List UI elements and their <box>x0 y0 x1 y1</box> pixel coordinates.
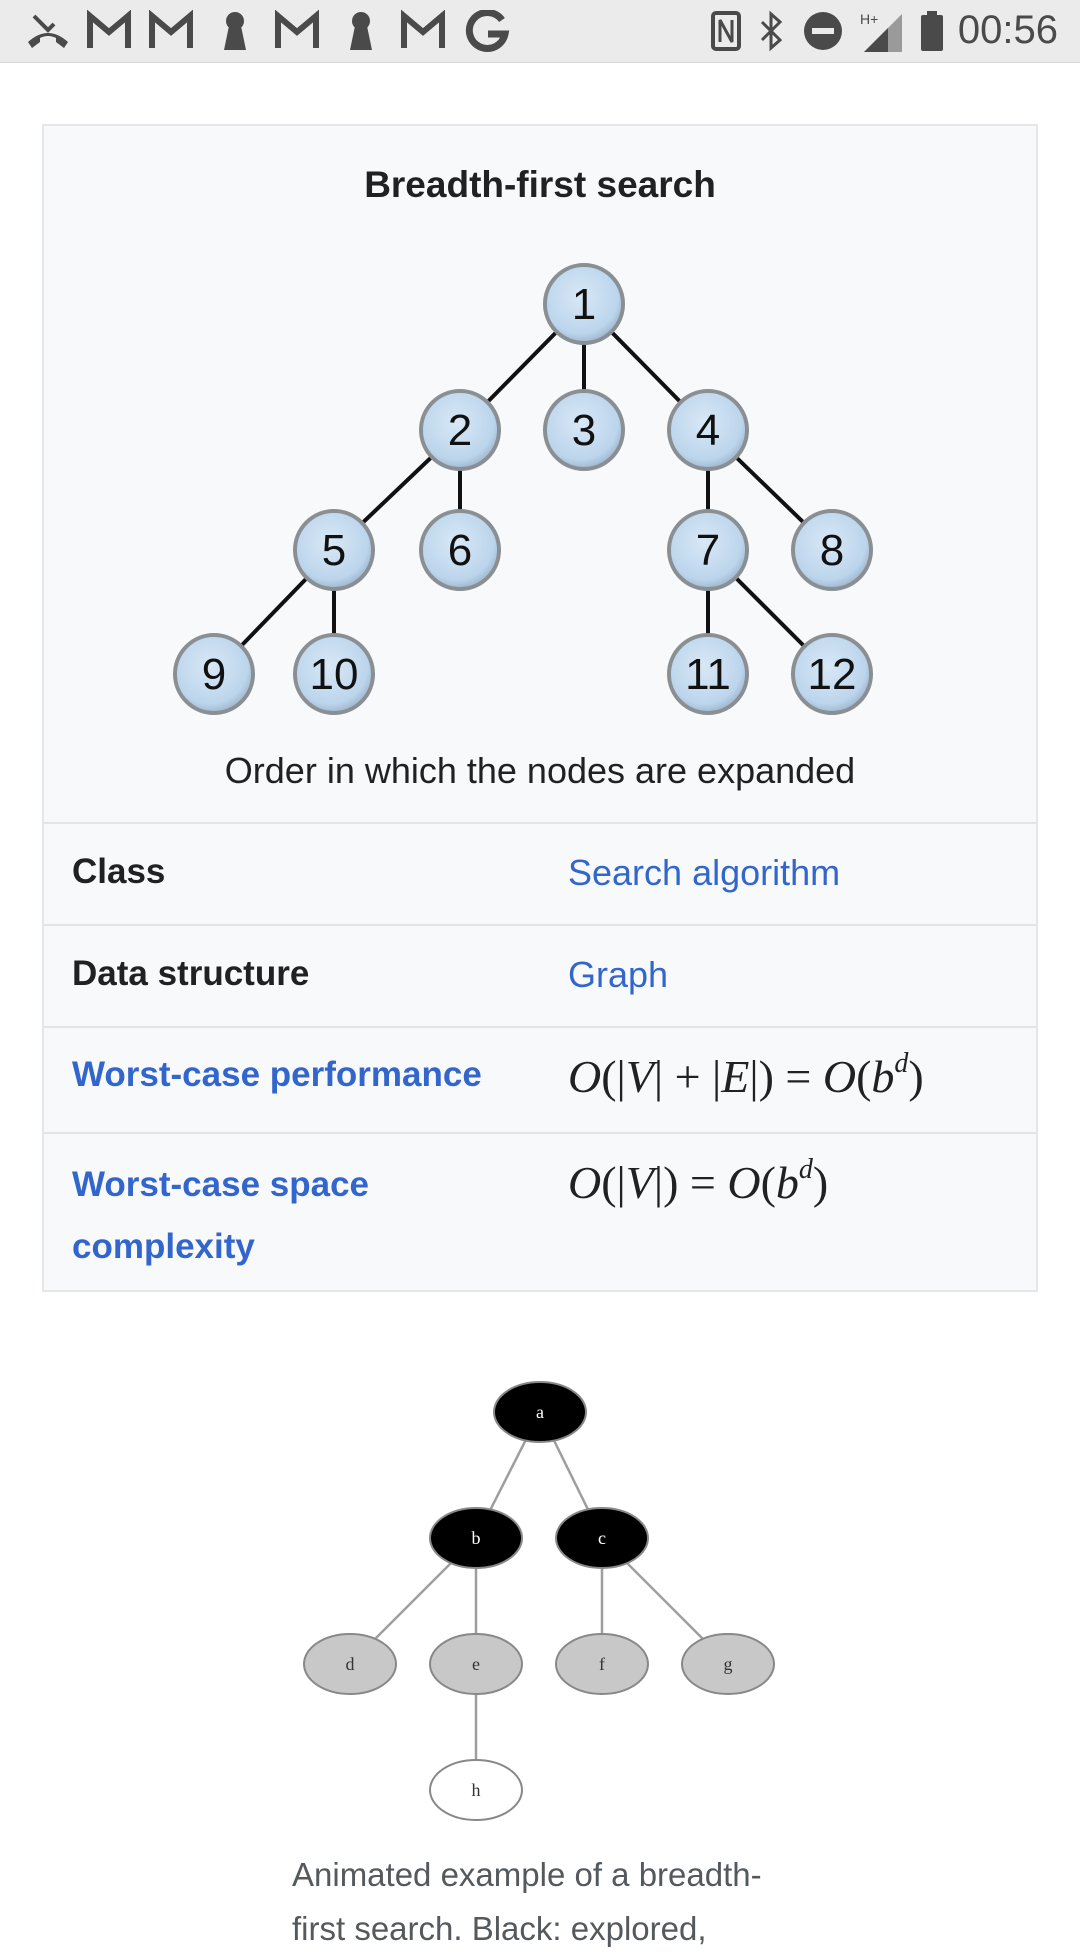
keyhole-icon <box>350 12 372 50</box>
animation-node-label: f <box>599 1654 605 1674</box>
battery-icon <box>921 11 943 51</box>
infobox-image-caption: Order in which the nodes are expanded <box>224 750 856 791</box>
tree-node: 10 <box>293 633 375 715</box>
signal-icon: H+ <box>860 11 902 52</box>
row-label-data-structure: Data structure <box>72 954 310 993</box>
animation-node-label: d <box>346 1654 355 1674</box>
tree-node: 6 <box>419 509 501 591</box>
tree-node: 2 <box>419 389 501 471</box>
tree-node-label: 7 <box>696 526 720 575</box>
gmail-icon <box>149 10 193 48</box>
tree-node-label: 2 <box>448 406 472 455</box>
svg-text:H+: H+ <box>860 11 878 27</box>
row-label-class: Class <box>72 852 166 891</box>
tree-node: 5 <box>293 509 375 591</box>
tree-node-label: 10 <box>310 650 359 699</box>
tree-node-label: 5 <box>322 526 346 575</box>
tree-node-label: 9 <box>202 650 226 699</box>
tree-node-label: 6 <box>448 526 472 575</box>
missed-call-icon <box>28 14 68 48</box>
status-time: 00:56 <box>957 8 1058 52</box>
worst-case-performance-link[interactable]: Worst-case performance <box>72 1055 482 1094</box>
tree-node: 8 <box>791 509 873 591</box>
gmail-icon <box>401 10 445 48</box>
infobox-title: Breadth-first search <box>364 164 716 205</box>
animation-node: b <box>429 1507 523 1569</box>
animation-node: f <box>555 1633 649 1695</box>
tree-node-label: 8 <box>820 526 844 575</box>
do-not-disturb-icon <box>804 12 842 50</box>
worst-case-space-complexity-link[interactable]: Worst-case space complexity <box>72 1165 370 1266</box>
tree-node: 1 <box>543 263 625 345</box>
tree-node: 12 <box>791 633 873 715</box>
tree-node-label: 3 <box>572 406 596 455</box>
status-bar: H+ 00:56 <box>0 0 1080 63</box>
infobox-row-data-structure: Data structure Graph <box>44 924 1036 1026</box>
keyhole-icon <box>224 12 246 50</box>
infobox-row-class: Class Search algorithm <box>44 822 1036 924</box>
animation-node-label: h <box>472 1780 481 1800</box>
animation-node-label: e <box>472 1654 480 1674</box>
animation-node: a <box>493 1381 587 1443</box>
gmail-icon <box>87 10 131 48</box>
animation-node-label: a <box>536 1402 544 1422</box>
tree-node: 3 <box>543 389 625 471</box>
graph-link[interactable]: Graph <box>568 954 669 995</box>
tree-node-label: 12 <box>808 650 857 699</box>
animation-caption: Animated example of a breadth- first sea… <box>292 1856 762 1947</box>
infobox-row-worst-case-space: Worst-case space complexity O(|V|) = O(b… <box>44 1132 1036 1294</box>
animation-node: g <box>681 1633 775 1695</box>
animation-node: e <box>429 1633 523 1695</box>
bluetooth-icon <box>760 10 783 52</box>
google-icon <box>465 10 510 52</box>
time-complexity-formula: O(|V| + |E|) = O(bd) <box>568 1048 924 1103</box>
animation-node-label: c <box>598 1528 606 1548</box>
tree-node: 11 <box>667 633 749 715</box>
tree-node: 4 <box>667 389 749 471</box>
animation-node: h <box>429 1759 523 1821</box>
tree-node-label: 1 <box>572 280 596 329</box>
animation-node-label: g <box>724 1654 733 1674</box>
tree-node-label: 11 <box>685 650 731 699</box>
animation-node: d <box>303 1633 397 1695</box>
tree-node: 9 <box>173 633 255 715</box>
nfc-icon <box>711 11 741 51</box>
gmail-icon <box>275 10 319 48</box>
tree-node: 7 <box>667 509 749 591</box>
search-algorithm-link[interactable]: Search algorithm <box>568 852 841 893</box>
animation-node-label: b <box>472 1528 481 1548</box>
infobox-row-worst-case-performance: Worst-case performance O(|V| + |E|) = O(… <box>44 1026 1036 1132</box>
space-complexity-formula: O(|V|) = O(bd) <box>568 1154 829 1209</box>
animation-node: c <box>555 1507 649 1569</box>
tree-node-label: 4 <box>696 406 720 455</box>
